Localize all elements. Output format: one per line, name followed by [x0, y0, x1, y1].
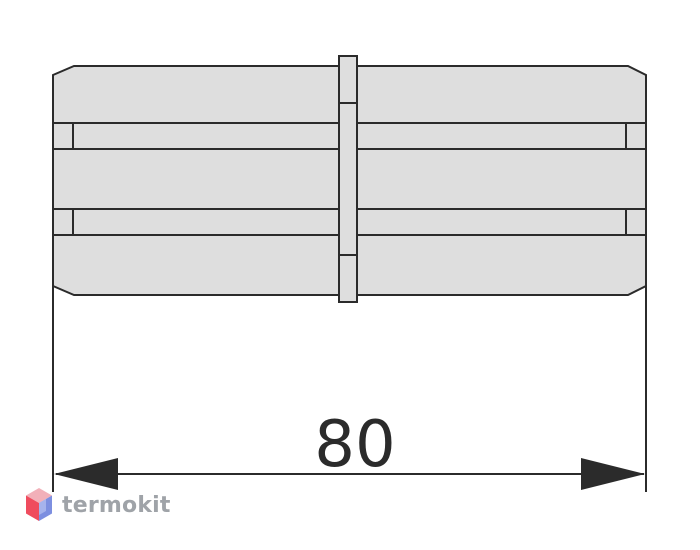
cube-logo-icon [26, 488, 52, 521]
connector-left-body [52, 65, 340, 296]
dimension-arrow-left [54, 458, 118, 490]
dimension-arrow-right [581, 458, 645, 490]
center-flange [338, 55, 358, 303]
watermark-logo: termokit [24, 486, 171, 524]
connector-right-body [356, 65, 647, 296]
groove-end-marks [72, 123, 627, 235]
extension-lines [52, 282, 647, 492]
flange-segments [339, 102, 357, 256]
dimension-value: 80 [314, 408, 395, 482]
watermark-brand-text: termokit [62, 492, 171, 518]
